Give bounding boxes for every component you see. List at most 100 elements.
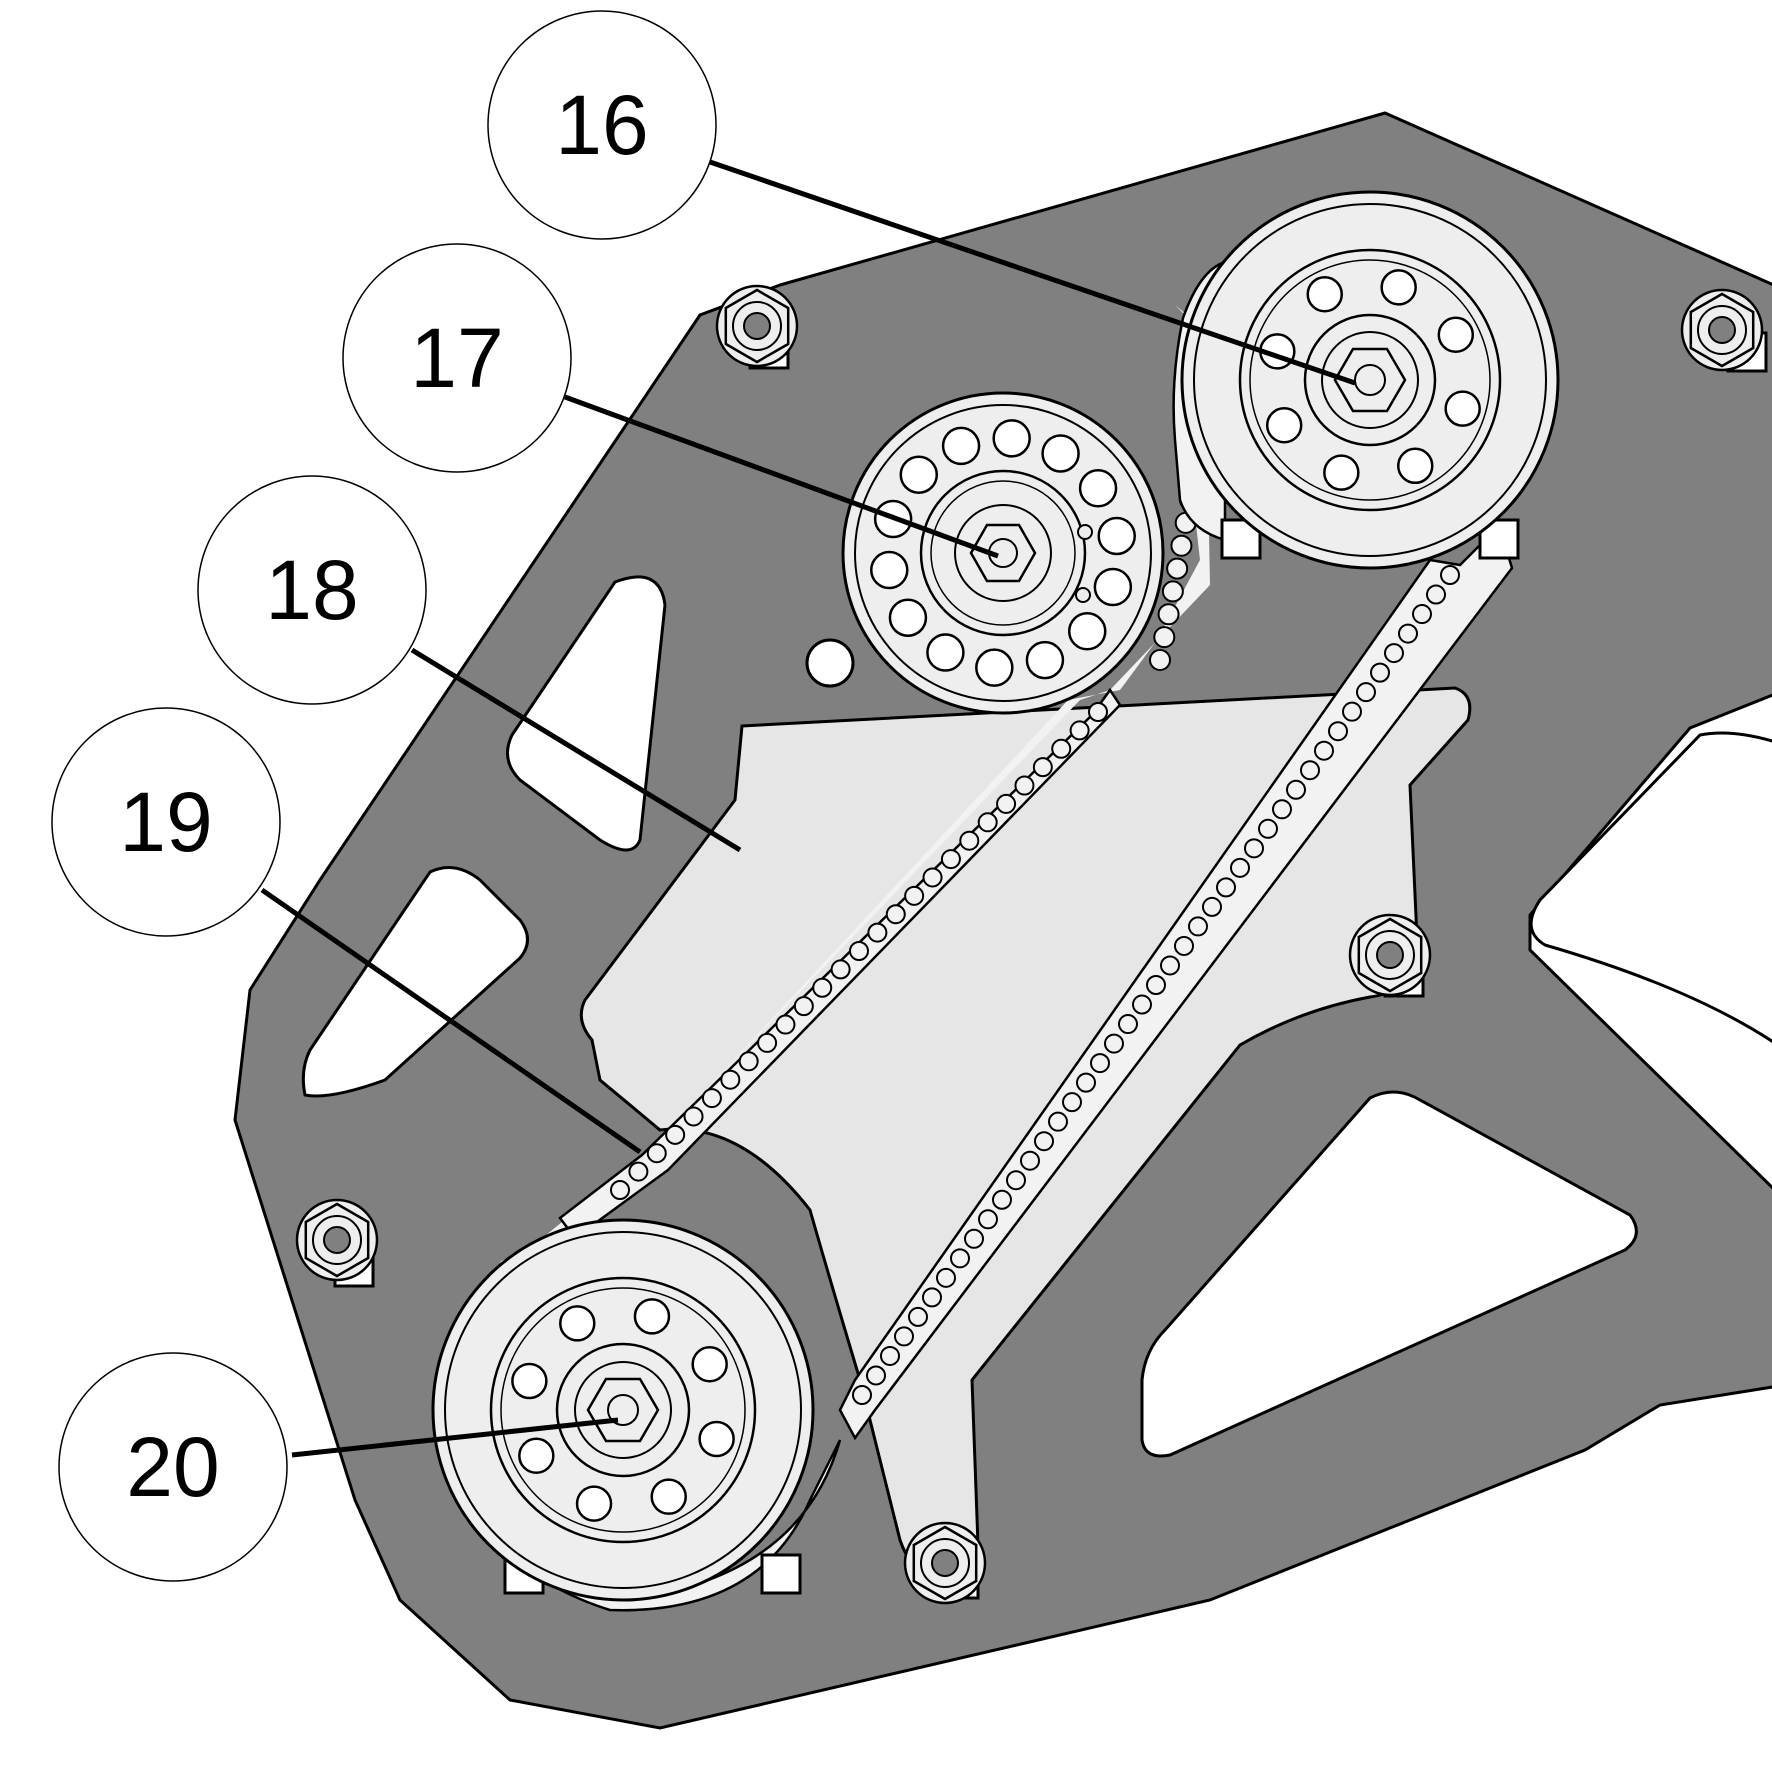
bracket-tab [1478, 518, 1520, 560]
belt-tooth [936, 1267, 956, 1288]
bolts [295, 284, 1764, 1605]
belt-tooth [1174, 935, 1194, 956]
belt-right-run [838, 543, 1514, 1441]
belt-tooth [866, 1365, 886, 1386]
pulley-20 [431, 1218, 815, 1602]
callout-leaders [260, 159, 1356, 1458]
pulley-hole [1323, 454, 1360, 491]
belt-tooth [885, 904, 906, 925]
belt-tooth [1244, 838, 1264, 859]
belt-tooth [964, 1228, 984, 1249]
belt-tooth [720, 1069, 741, 1090]
pulley-hole [698, 1420, 735, 1458]
pulley-hole [1437, 316, 1475, 353]
belt-tooth [793, 996, 814, 1017]
belt-tooth [992, 1189, 1012, 1210]
pulley-hole [888, 598, 928, 637]
belt-tooth [830, 959, 851, 980]
belt-tooth [1202, 896, 1222, 917]
plate-cutout [1140, 1090, 1638, 1458]
pulley-hole [633, 1298, 671, 1335]
belt-tooth [1062, 1092, 1082, 1113]
belt-tooth [1384, 643, 1404, 664]
bracket-tab [760, 1553, 802, 1595]
pulley-17 [841, 391, 1165, 715]
callout-label-16: 16 [555, 78, 648, 172]
pulley-hole [1265, 407, 1303, 444]
belt-tooth [775, 1014, 796, 1035]
callout-label-17: 17 [410, 311, 503, 405]
pulley-hole [1041, 434, 1080, 473]
belt-tooth [1356, 682, 1376, 703]
pulley-hole [1397, 447, 1434, 485]
plate-cutout [301, 866, 529, 1098]
belt-tooth [852, 1385, 872, 1405]
belt-tooth [1300, 760, 1320, 781]
belt-tooth [1370, 662, 1390, 683]
belt-tooth [977, 812, 998, 833]
pulley-hole [1078, 469, 1118, 508]
belt-tooth [1104, 1033, 1124, 1054]
pulley-hole [518, 1437, 555, 1474]
belt-tooth [959, 830, 980, 851]
leader-19 [260, 887, 642, 1155]
belt-tooth [908, 1306, 928, 1327]
belt-tooth [1161, 580, 1184, 603]
belt-tooth [922, 1287, 942, 1308]
belt-tooth [940, 849, 961, 870]
belt-tooth [849, 941, 869, 961]
callouts: 16 17 18 19 20 [51, 10, 717, 1582]
belt-tooth [1314, 740, 1334, 761]
leader-20 [291, 1417, 619, 1458]
callout-label-18: 18 [265, 543, 358, 637]
pulley-hole [992, 419, 1031, 458]
belt-tooth [757, 1032, 778, 1053]
hex-bolt [295, 1198, 379, 1282]
pulley-hole [1306, 275, 1343, 313]
pulley-hole [941, 426, 981, 466]
belt-tooth [880, 1345, 900, 1366]
belt-tooth [701, 1088, 722, 1109]
belt-tooth [1034, 1131, 1054, 1152]
pulley-hole [575, 1485, 613, 1522]
belt-tooth [1090, 1053, 1110, 1074]
belt-tooth [978, 1209, 998, 1230]
callout-17: 17 [342, 243, 572, 473]
belt-tooth [1020, 1150, 1040, 1171]
pulley-hole [511, 1362, 548, 1400]
leader-16 [709, 159, 1356, 386]
pulley-hole [926, 633, 965, 672]
plate-cutout [1529, 731, 1772, 1044]
callout-20: 20 [58, 1352, 288, 1582]
pulley-hole [870, 550, 909, 590]
hex-bolt [1680, 288, 1764, 372]
pulley-hole [650, 1478, 687, 1515]
belt-tooth [950, 1248, 970, 1269]
belt-tooth [1170, 534, 1193, 557]
belt-tooth [1160, 955, 1180, 976]
hex-bolt [1348, 913, 1432, 997]
pulley-hole [691, 1346, 728, 1383]
belt-tooth [1166, 557, 1189, 580]
belt-tooth [996, 793, 1017, 814]
belt-tooth [1328, 721, 1348, 742]
belt-tooth [1258, 818, 1278, 839]
callout-18: 18 [197, 475, 427, 705]
belt-tooth [683, 1106, 704, 1127]
leader-17 [564, 394, 999, 559]
belt-tooth [1398, 623, 1418, 644]
belt-tooth [867, 922, 888, 943]
belt-tooth [922, 867, 943, 888]
belt-teeth [610, 702, 1108, 1200]
belt-tooth [1006, 1170, 1026, 1191]
belt-tooth [812, 977, 833, 998]
pulley-hole [1025, 640, 1065, 680]
belt-tooth [646, 1143, 667, 1164]
belt-tooth [738, 1051, 759, 1072]
belt-tooth [1230, 857, 1250, 878]
pulley-hole [1097, 516, 1136, 556]
pulley-hole [1380, 269, 1417, 306]
pulley-hole [559, 1305, 596, 1342]
